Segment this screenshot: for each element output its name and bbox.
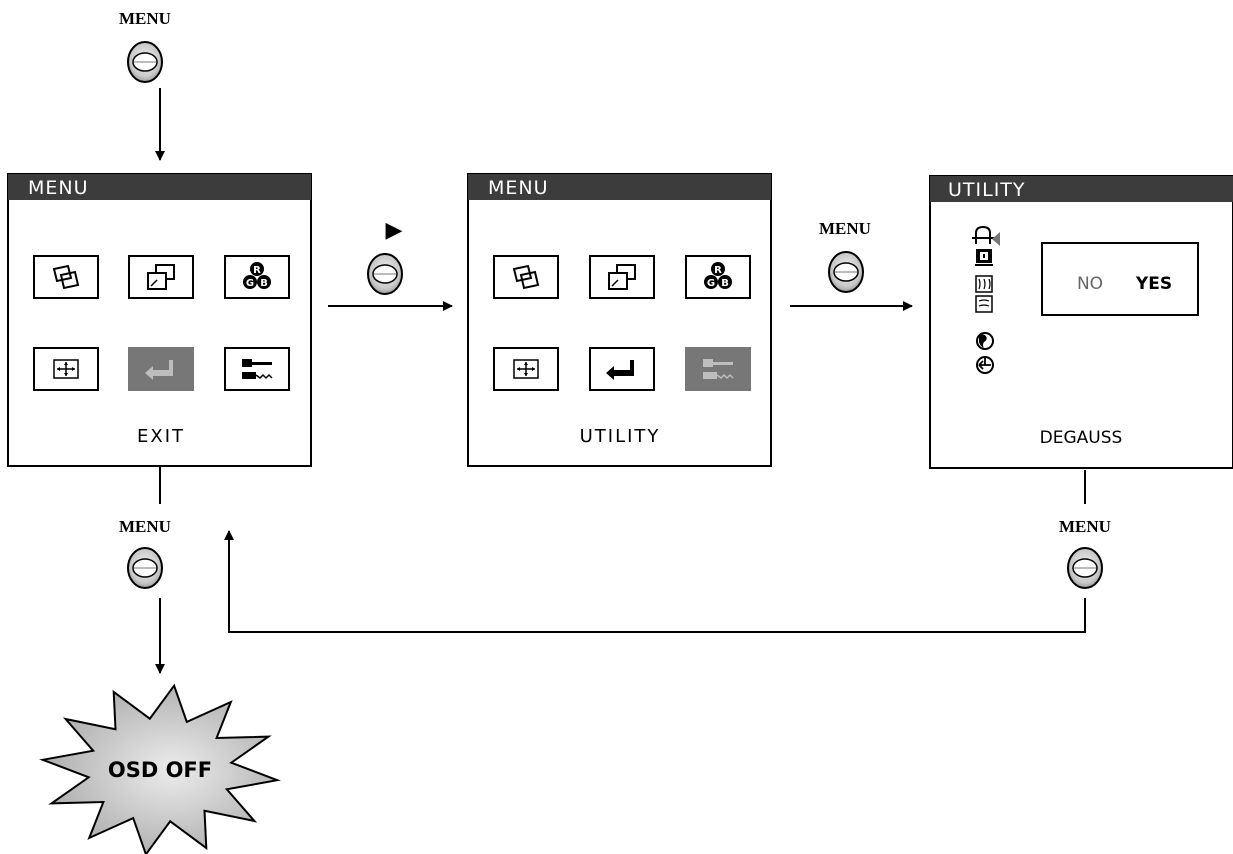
osd-off-label: OSD OFF	[108, 758, 212, 782]
panel-caption: DEGAUSS	[1040, 428, 1123, 448]
menu-label-bottom-left: MENU	[119, 517, 171, 536]
title-bar	[8, 174, 311, 200]
osd-panel-middle: MENU UTILITY	[467, 173, 772, 467]
position-icon[interactable]	[33, 255, 99, 299]
right-arrow-label: ▶	[386, 218, 403, 243]
rgb-color-icon[interactable]	[224, 255, 290, 299]
panel-caption: EXIT	[137, 426, 185, 447]
moire-v-icon[interactable]	[975, 295, 993, 313]
exit-icon[interactable]	[128, 347, 194, 391]
panel-title: MENU	[28, 177, 89, 199]
choice-yes[interactable]: YES	[1135, 274, 1172, 294]
rgb-color-icon[interactable]	[685, 255, 751, 299]
title-bar	[930, 176, 1233, 202]
degauss-icon[interactable]	[972, 225, 1000, 246]
osd-off-starburst: OSD OFF	[39, 683, 281, 854]
menu-button-top[interactable]	[127, 41, 163, 83]
size-icon[interactable]	[128, 255, 194, 299]
menu-button-middle[interactable]	[828, 251, 864, 293]
title-bar	[468, 174, 771, 200]
menu-label-bottom-right: MENU	[1059, 517, 1111, 536]
panel-title: MENU	[488, 177, 549, 199]
position-icon[interactable]	[493, 255, 559, 299]
geometry-icon[interactable]	[33, 347, 99, 391]
panel-caption: UTILITY	[580, 426, 661, 447]
return-arrow	[224, 530, 1086, 633]
menu-button-bottom-left[interactable]	[127, 547, 163, 589]
menu-label-top: MENU	[119, 9, 171, 28]
language-icon[interactable]	[976, 332, 994, 350]
menu-button-bottom-right[interactable]	[1067, 547, 1103, 589]
osd-lock-icon[interactable]	[975, 249, 993, 266]
recall-icon[interactable]	[976, 356, 994, 374]
menu-label-middle: MENU	[819, 219, 871, 238]
degauss-choice-box	[1041, 242, 1199, 316]
geometry-icon[interactable]	[493, 347, 559, 391]
utility-icon[interactable]	[224, 347, 290, 391]
size-icon[interactable]	[589, 255, 655, 299]
choice-no[interactable]: NO	[1077, 274, 1103, 294]
exit-icon[interactable]	[589, 347, 655, 391]
moire-h-icon[interactable]	[975, 275, 993, 293]
osd-panel-left: MENU EXIT	[7, 173, 312, 467]
panel-title: UTILITY	[948, 179, 1026, 201]
utility-icon[interactable]	[685, 347, 751, 391]
right-button[interactable]	[367, 253, 403, 295]
osd-panel-right: UTILITY NO YES	[929, 175, 1233, 469]
